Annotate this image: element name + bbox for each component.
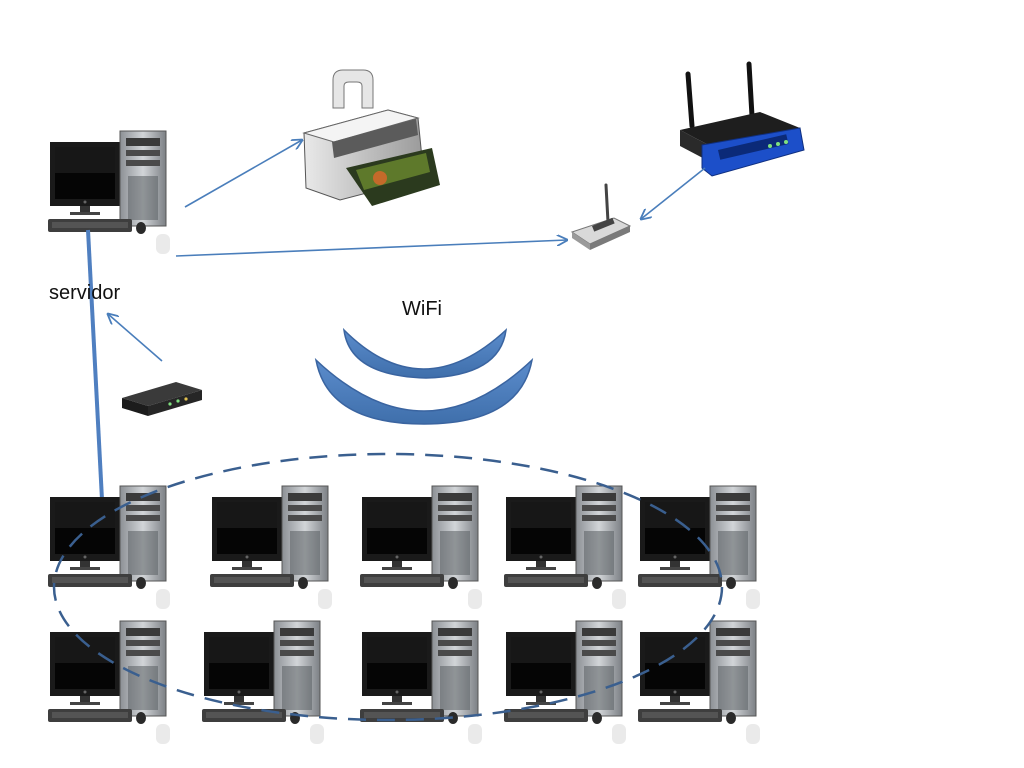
workstation: [359, 485, 483, 610]
workstation: [209, 485, 333, 610]
wifi-label: WiFi: [402, 298, 442, 320]
modem-icon: [122, 382, 202, 416]
workstation: [47, 620, 171, 745]
server-computer-icon: [47, 130, 171, 255]
server-label: servidor: [49, 282, 121, 304]
arrow-router-to-access-point: [641, 167, 706, 219]
arrow-modem-to-server: [108, 314, 163, 362]
workstation: [47, 485, 171, 610]
workstation-grid: [47, 485, 761, 745]
workstation: [201, 620, 325, 745]
workstation: [359, 620, 483, 745]
arrow-server-to-access-point: [175, 240, 567, 257]
connection-arrows: [86, 140, 706, 519]
network-group-ellipse: [52, 452, 724, 722]
wifi-waves-icon: [314, 327, 534, 425]
workstation: [637, 620, 761, 745]
printer-icon: [302, 69, 440, 206]
arrow-server-to-workstations: [86, 229, 103, 519]
workstation: [503, 485, 627, 610]
access-point-icon: [570, 183, 632, 250]
arrow-server-to-printer: [184, 140, 302, 208]
wireless-router-icon: [680, 61, 805, 177]
workstation: [503, 620, 627, 745]
workstation: [637, 485, 761, 610]
